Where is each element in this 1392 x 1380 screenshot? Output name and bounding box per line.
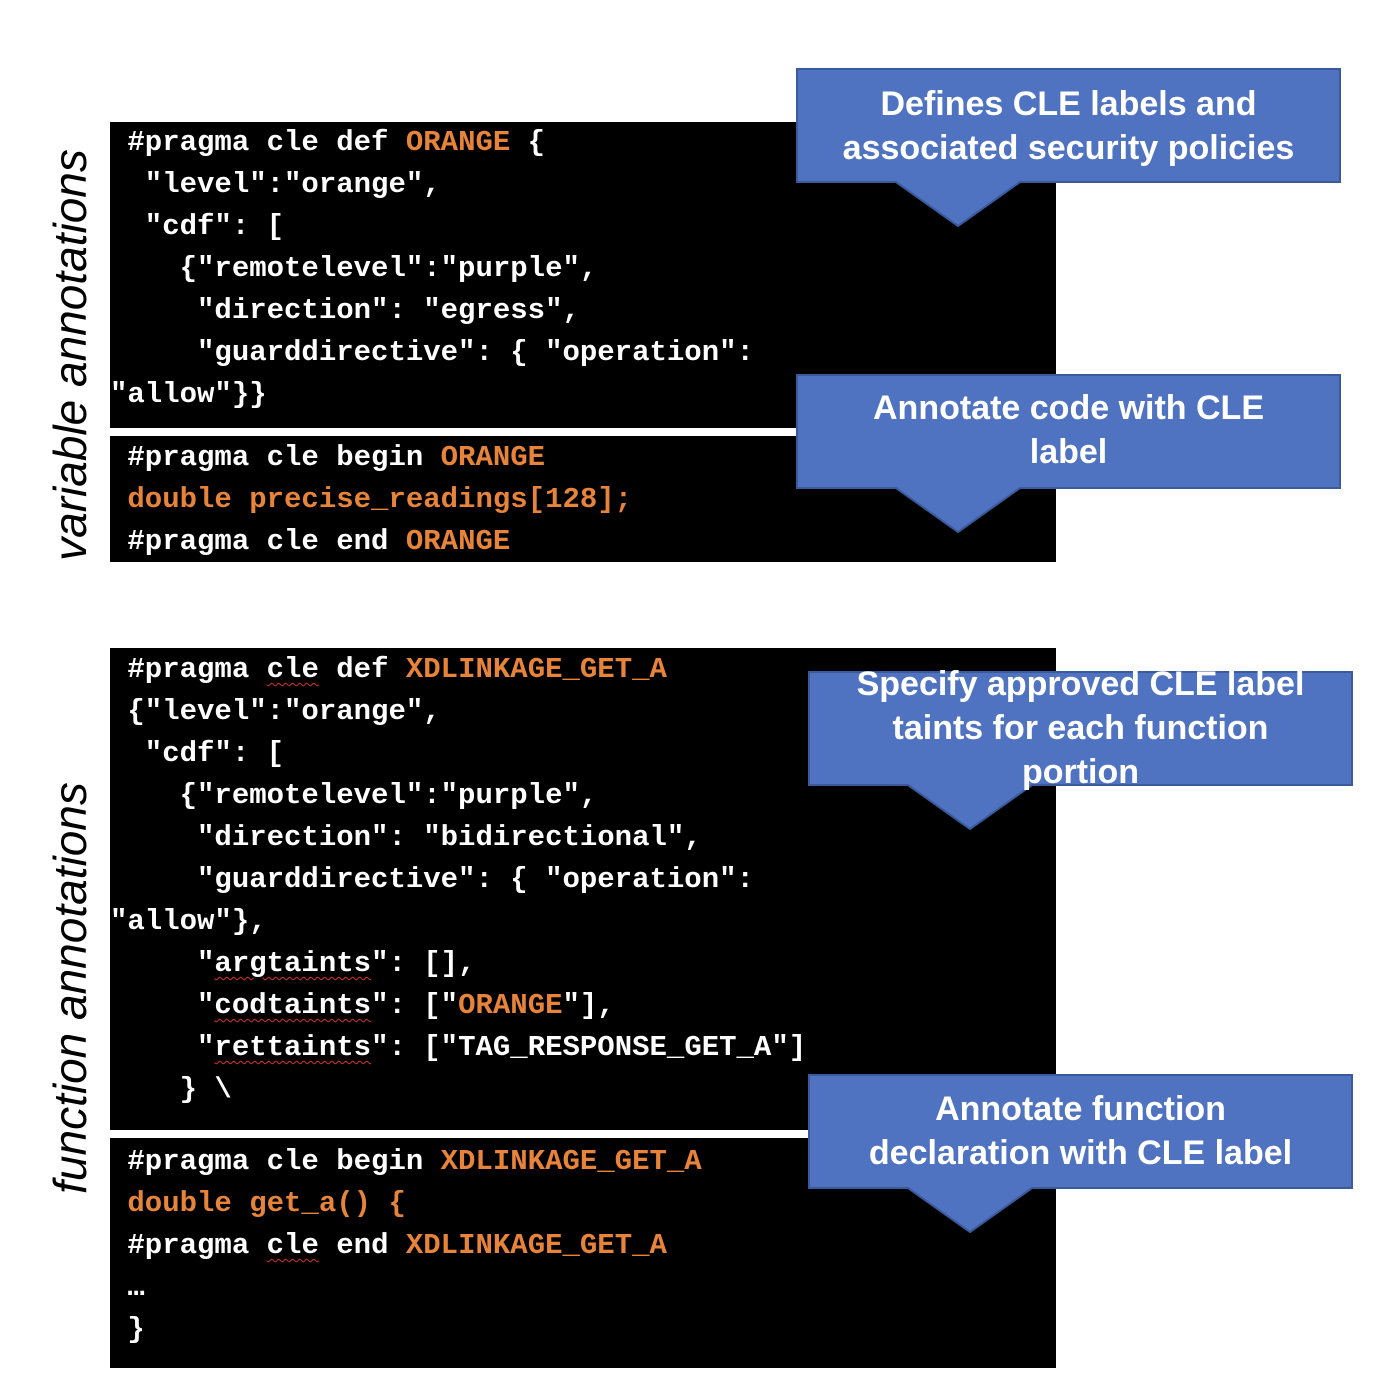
code-line: #pragma cle def XDLINKAGE_GET_A (110, 653, 667, 686)
code-line: #pragma cle end XDLINKAGE_GET_A (110, 1229, 667, 1262)
code-line: double get_a() { (110, 1187, 406, 1220)
code-line: "cdf": [ (110, 210, 285, 243)
code-line: … (110, 1271, 145, 1304)
code-line: #pragma cle begin XDLINKAGE_GET_A (110, 1145, 702, 1178)
code-line: "argtaints": [], (110, 947, 476, 980)
code-line: "codtaints": ["ORANGE"], (110, 989, 615, 1022)
code-block-separator (110, 428, 1056, 436)
callout-shape (796, 374, 1341, 534)
code-line: #pragma cle def ORANGE { (110, 126, 546, 159)
code-line: {"remotelevel":"purple", (110, 252, 598, 285)
code-line: "level":"orange", (110, 168, 441, 201)
code-line: "guarddirective": { "operation": (110, 336, 754, 369)
code-line: "allow"}, (110, 905, 267, 938)
code-line: {"level":"orange", (110, 695, 441, 728)
code-block-separator (110, 1130, 1056, 1138)
callout-shape (808, 1074, 1353, 1234)
function-annotations-label: function annotations (44, 782, 96, 1194)
code-line: #pragma cle begin ORANGE (110, 441, 546, 474)
function-definition-code-block: #pragma cle def XDLINKAGE_GET_A {"level"… (110, 648, 1056, 1130)
code-line: "direction": "bidirectional", (110, 821, 702, 854)
variable-annotations-label: variable annotations (44, 149, 96, 561)
callout-shape (796, 68, 1341, 228)
code-line: "allow"}} (110, 378, 267, 411)
code-line: "rettaints": ["TAG_RESPONSE_GET_A"] (110, 1031, 807, 1064)
function-usage-code-block: #pragma cle begin XDLINKAGE_GET_A double… (110, 1138, 1056, 1368)
code-line: "guarddirective": { "operation": (110, 863, 754, 896)
code-line: {"remotelevel":"purple", (110, 779, 598, 812)
code-line: "cdf": [ (110, 737, 285, 770)
code-line: double precise_readings[128]; (110, 483, 633, 516)
code-line: } (110, 1313, 145, 1346)
code-line: #pragma cle end ORANGE (110, 525, 511, 558)
code-line: "direction": "egress", (110, 294, 580, 327)
callout-shape (808, 671, 1353, 831)
code-line: } \ (110, 1073, 232, 1106)
